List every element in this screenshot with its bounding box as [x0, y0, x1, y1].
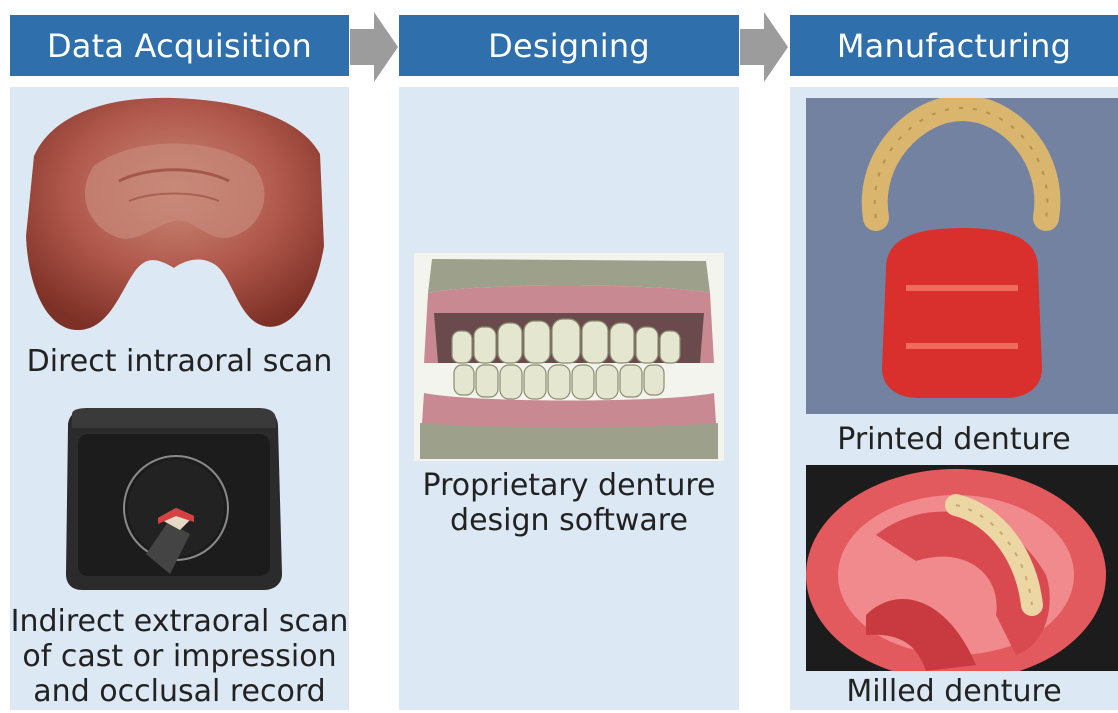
header-data-acquisition-label: Data Acquisition [47, 27, 312, 65]
design-caption-line-2: design software [399, 503, 739, 538]
extraoral-scan-caption: Indirect extraoral scan of cast or impre… [10, 604, 349, 709]
header-designing-label: Designing [488, 27, 650, 65]
design-software-caption: Proprietary denture design software [399, 468, 739, 538]
milled-denture-image [806, 465, 1118, 671]
printed-denture-caption: Printed denture [790, 422, 1118, 457]
flow-arrow-icon [740, 12, 789, 82]
extraoral-caption-line-3: and occlusal record [10, 674, 349, 709]
design-caption-line-1: Proprietary denture [399, 468, 739, 503]
header-manufacturing: Manufacturing [790, 15, 1118, 76]
header-manufacturing-label: Manufacturing [837, 27, 1071, 65]
intraoral-scan-image [24, 96, 324, 332]
header-designing: Designing [399, 15, 739, 76]
denture-design-render [414, 253, 724, 461]
header-data-acquisition: Data Acquisition [10, 15, 349, 76]
lab-scanner-image [58, 404, 290, 590]
milled-denture-caption: Milled denture [790, 674, 1118, 709]
extraoral-caption-line-1: Indirect extraoral scan [10, 604, 349, 639]
flow-arrow-icon [350, 12, 399, 82]
extraoral-caption-line-2: of cast or impression [10, 639, 349, 674]
intraoral-scan-caption: Direct intraoral scan [10, 344, 349, 379]
printed-denture-image [806, 98, 1118, 414]
